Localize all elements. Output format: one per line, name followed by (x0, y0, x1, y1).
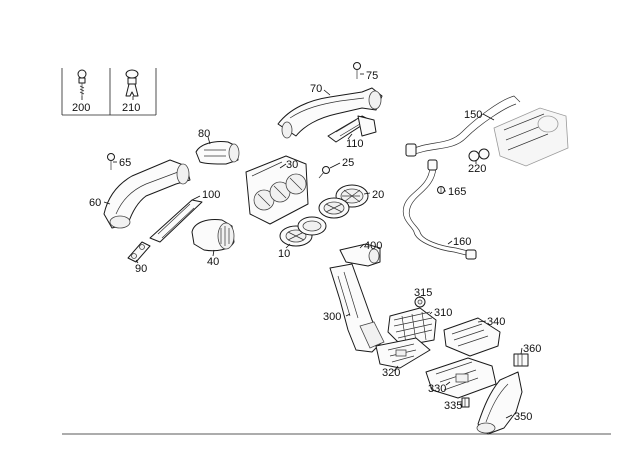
callout-40: 40 (207, 256, 219, 268)
part-330-control-unit[interactable] (425, 357, 497, 399)
part-150-hose[interactable] (405, 95, 521, 157)
part-310-grille[interactable] (387, 307, 437, 347)
callout-20: 20 (372, 189, 384, 201)
callout-160: 160 (453, 236, 471, 248)
part-110-bracket[interactable] (327, 115, 377, 143)
callout-165: 165 (448, 186, 466, 198)
part-340-filter[interactable] (443, 317, 501, 357)
callout-25: 25 (342, 157, 354, 169)
part-210-clip[interactable] (125, 69, 139, 97)
part-160-hose[interactable] (402, 159, 477, 260)
part-350-duct[interactable] (476, 371, 523, 435)
callout-labels: 200 210 75 70 80 65 60 100 90 40 30 25 2… (72, 70, 541, 423)
callout-65: 65 (119, 157, 131, 169)
part-70-air-duct[interactable] (277, 87, 383, 139)
callout-310: 310 (434, 307, 452, 319)
callout-90: 90 (135, 263, 147, 275)
part-200-screw[interactable] (77, 69, 87, 96)
callout-340: 340 (487, 316, 505, 328)
callout-300: 300 (323, 311, 341, 323)
callout-10: 10 (278, 248, 290, 260)
callout-80: 80 (198, 128, 210, 140)
leader-lines (81, 73, 523, 419)
part-100-bracket[interactable] (149, 199, 203, 243)
callout-350: 350 (514, 411, 532, 423)
part-20-vent-grille[interactable] (318, 184, 369, 219)
part-315-clip[interactable] (414, 296, 426, 308)
part-60-air-duct[interactable] (103, 159, 191, 229)
callout-110: 110 (346, 138, 364, 150)
callout-100: 100 (202, 189, 220, 201)
callout-60: 60 (89, 197, 101, 209)
part-65-screw[interactable] (107, 153, 115, 171)
callout-335: 335 (444, 400, 462, 412)
part-75-screw[interactable] (353, 62, 361, 80)
part-25-screw[interactable] (318, 166, 330, 179)
callout-210: 210 (122, 102, 140, 114)
part-80-nozzle[interactable] (195, 141, 240, 165)
callout-360: 360 (523, 343, 541, 355)
part-360-connector[interactable] (513, 353, 529, 367)
callout-220: 220 (468, 163, 486, 175)
callout-320: 320 (382, 367, 400, 379)
part-10-vent-grille[interactable] (279, 216, 327, 247)
part-165-clip[interactable] (437, 186, 445, 194)
part-220-connector[interactable] (468, 148, 490, 162)
part-335-fastener[interactable] (461, 397, 470, 408)
callout-400: 400 (364, 240, 382, 252)
part-300-duct[interactable] (329, 263, 385, 353)
part-320-plate[interactable] (375, 337, 431, 369)
heater-unit (493, 107, 569, 167)
callout-200: 200 (72, 102, 90, 114)
callout-315: 315 (414, 287, 432, 299)
callout-330: 330 (428, 383, 446, 395)
part-90-clip[interactable] (127, 241, 151, 263)
fastener-inset-box (61, 68, 157, 116)
part-30-vent-housing[interactable] (245, 155, 309, 225)
callout-70: 70 (310, 83, 322, 95)
part-400-duct[interactable] (339, 243, 381, 267)
callout-75: 75 (366, 70, 378, 82)
callout-150: 150 (464, 109, 482, 121)
callout-30: 30 (286, 159, 298, 171)
part-40-vent-outlet[interactable] (191, 219, 235, 252)
